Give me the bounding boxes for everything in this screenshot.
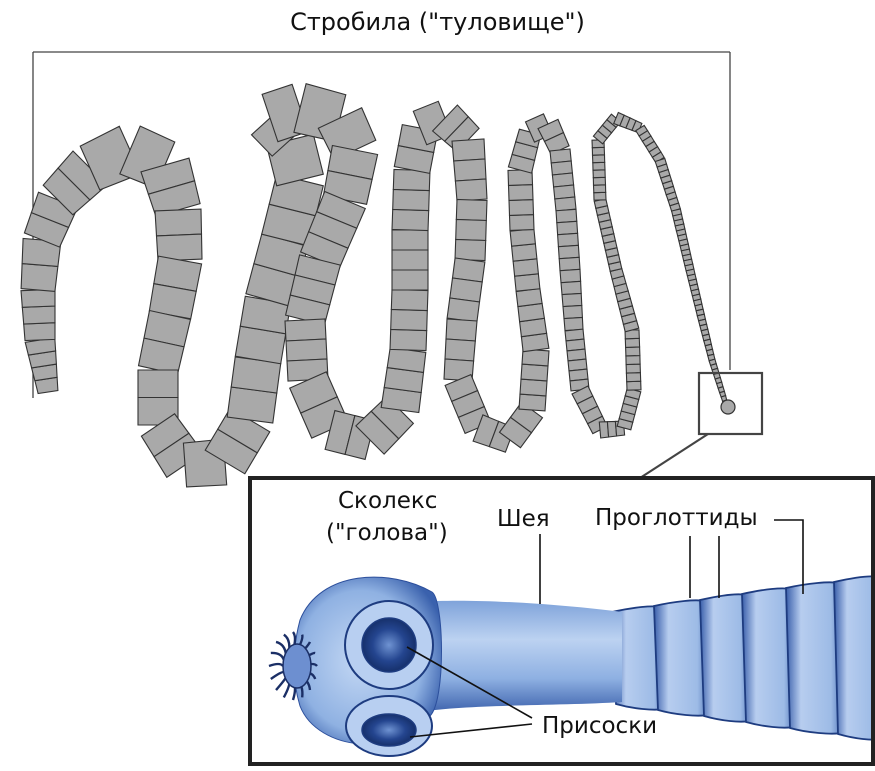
strobila-segment <box>510 215 535 231</box>
inset-proglottid <box>834 576 875 739</box>
strobila-segment <box>512 244 537 261</box>
strobila-segment <box>592 147 604 155</box>
strobila-segment <box>625 338 639 347</box>
strobila-segment <box>558 233 579 246</box>
strobila-segment <box>446 319 477 341</box>
strobila-segment <box>21 289 55 307</box>
strobila-segment <box>390 329 427 350</box>
sucker-lower <box>346 696 432 756</box>
strobila-segment <box>286 339 327 361</box>
strobila-segment <box>21 264 58 292</box>
strobila-segment <box>594 192 606 200</box>
strobila-label: Стробила ("туловище") <box>0 8 875 36</box>
strobila-segment <box>155 209 202 236</box>
zoom-connector <box>640 434 708 478</box>
strobila-segment <box>593 162 605 170</box>
strobila-segment <box>515 274 540 291</box>
strobila-segment <box>24 323 55 341</box>
strobila-segment <box>455 240 486 261</box>
strobila-segment <box>510 229 535 246</box>
strobila-segment <box>22 306 55 324</box>
strobila-segment <box>392 270 428 290</box>
strobila-segment <box>452 139 485 161</box>
strobila-segment <box>627 381 641 390</box>
strobila-segment <box>520 379 547 396</box>
strobila-segment <box>594 185 606 193</box>
scolex-label: Сколекс ("голова") <box>326 485 448 549</box>
rostellum <box>283 644 311 688</box>
strobila-segment <box>521 364 548 381</box>
strobila-segment <box>626 347 640 356</box>
strobila-segment <box>393 189 430 210</box>
strobila-scolex <box>721 400 735 414</box>
strobila-segment <box>556 209 577 222</box>
strobila-segment <box>285 319 326 341</box>
strobila-segment <box>456 220 487 241</box>
suckers-label: Присоски <box>542 713 657 739</box>
proglottids-label: Проглоттиды <box>595 505 758 531</box>
strobila-segment <box>562 293 582 306</box>
strobila-segment <box>519 394 546 411</box>
neck-label: Шея <box>497 506 550 532</box>
strobila-segment <box>560 269 581 282</box>
strobila-segment <box>445 339 475 361</box>
strobila-segment <box>559 257 580 270</box>
strobila-segment <box>557 221 578 234</box>
strobila-segment <box>509 200 534 216</box>
strobila-segment <box>513 259 538 276</box>
strobila-segment <box>392 250 428 270</box>
strobila-segment <box>564 317 583 330</box>
strobila-segment <box>456 200 487 221</box>
strobila-segment <box>555 197 576 211</box>
strobila-segment <box>593 177 605 185</box>
strobila-segment <box>391 309 428 330</box>
scolex-label-line2: ("голова") <box>326 517 448 549</box>
strobila-segment <box>454 159 486 181</box>
strobila-segment <box>558 245 579 258</box>
strobila-segment <box>593 155 605 163</box>
strobila-segment <box>392 209 429 230</box>
strobila-segment <box>626 364 640 373</box>
scolex-label-line1: Сколекс <box>326 485 448 517</box>
strobila-segment <box>447 298 479 322</box>
strobila-segment <box>387 348 426 373</box>
strobila-segment <box>392 230 428 250</box>
strobila-segment <box>626 373 640 382</box>
strobila-segment <box>509 185 534 201</box>
sucker-upper <box>345 601 433 689</box>
strobila-segment <box>138 370 178 398</box>
strobila-segment <box>455 179 487 201</box>
strobila-segment <box>593 170 605 178</box>
strobila-worm <box>21 84 735 487</box>
strobila-segment <box>561 281 581 294</box>
strobila-segment <box>391 289 428 310</box>
strobila-segment <box>626 356 640 365</box>
neck-region <box>420 601 622 712</box>
strobila-segment <box>563 305 582 318</box>
